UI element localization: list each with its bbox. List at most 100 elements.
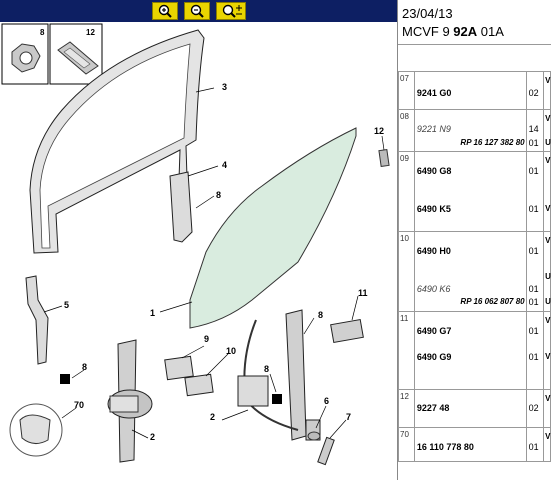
part-version: V — [545, 76, 551, 85]
part-reference[interactable]: 6490 H0 — [416, 246, 451, 256]
window-regulator-left — [107, 339, 153, 463]
inset-nut: 8 — [1, 23, 49, 85]
part-reference[interactable]: 6490 K5 — [416, 204, 451, 214]
part-version: V — [545, 394, 551, 403]
regulator-clips — [164, 318, 364, 397]
part-quantity: 01 — [528, 246, 539, 256]
callout-10: 10 — [226, 346, 236, 356]
callout-4: 4 — [222, 160, 227, 170]
callout-8c: 8 — [82, 362, 87, 372]
part-reference[interactable]: 9241 G0 — [416, 88, 452, 98]
table-row[interactable]: 12 9227 48 02 V — [398, 389, 551, 428]
window-guide — [169, 171, 193, 243]
part-reference[interactable]: 6490 G8 — [416, 166, 452, 176]
panel-divider — [397, 0, 398, 480]
part-version: V — [545, 204, 551, 213]
part-version: V — [545, 432, 551, 441]
zoom-fit-icon — [222, 4, 242, 18]
grommet-part — [307, 431, 321, 441]
group-number: 12 — [398, 389, 415, 428]
window-regulator-right — [237, 309, 321, 441]
group-number: 09 — [398, 151, 415, 232]
table-row[interactable]: 07 9241 G0 02 V — [398, 71, 551, 110]
group-number: 08 — [398, 109, 415, 152]
bolt-part — [317, 436, 335, 466]
part-reference[interactable]: 16 110 778 80 — [416, 442, 474, 452]
table-row[interactable]: 08 9221 N9 RP 16 127 382 80 14 01 V U — [398, 109, 551, 152]
part-quantity: 01 — [528, 166, 539, 176]
exploded-view-illustration: 8 12 — [1, 23, 390, 466]
zoom-in-button[interactable] — [152, 2, 178, 20]
diagram-toolbar — [0, 0, 397, 22]
part-reference[interactable]: 6490 K6 — [416, 284, 451, 294]
clip-part — [378, 148, 390, 168]
inset-clip: 12 — [49, 23, 103, 85]
replacement-reference[interactable]: RP 16 062 807 80 — [460, 297, 525, 306]
callout-9: 9 — [204, 334, 209, 344]
pad-part — [60, 374, 70, 384]
part-version: V — [545, 156, 551, 165]
part-quantity: 01 — [528, 326, 539, 336]
replacement-reference[interactable]: RP 16 127 382 80 — [460, 138, 525, 147]
catalog-reference: MCVF 9 92A 01A — [402, 24, 504, 39]
window-seal-frame — [29, 29, 205, 254]
table-row[interactable]: 70 16 110 778 80 01 V — [398, 427, 551, 462]
group-number: 11 — [398, 311, 415, 390]
part-version: U — [545, 138, 551, 147]
door-glass — [189, 127, 357, 329]
zoom-out-icon — [190, 4, 204, 18]
inset-label-12: 12 — [86, 28, 95, 37]
part-quantity: 01 — [528, 204, 539, 214]
part-quantity: 01 — [528, 442, 539, 452]
part-version: V — [545, 114, 551, 123]
parts-table: 07 9241 G0 02 V 08 9221 N9 RP 16 127 382… — [398, 71, 551, 462]
zoom-in-icon — [158, 4, 172, 18]
callout-2a: 2 — [150, 432, 155, 442]
callout-70: 70 — [74, 400, 84, 410]
part-version: U — [545, 272, 551, 281]
part-version: V — [545, 236, 551, 245]
inset-label-8: 8 — [40, 28, 45, 37]
callout-8b: 8 — [318, 310, 323, 320]
part-reference[interactable]: 6490 G9 — [416, 352, 452, 362]
callout-8a: 8 — [216, 190, 221, 200]
part-quantity: 14 — [528, 124, 539, 134]
callout-1: 1 — [150, 308, 155, 318]
callout-5: 5 — [64, 300, 69, 310]
ref-suffix: 01A — [477, 24, 504, 39]
part-version: U — [545, 297, 551, 306]
part-quantity: 01 — [528, 297, 539, 307]
part-version: V — [545, 352, 551, 361]
group-number: 70 — [398, 427, 415, 462]
zoom-fit-button[interactable] — [216, 2, 246, 20]
table-row[interactable]: 11 6490 G7 6490 G9 01 01 V V — [398, 311, 551, 390]
part-reference[interactable]: 9221 N9 — [416, 124, 451, 134]
ref-code: 92A — [453, 24, 478, 39]
callout-2b: 2 — [210, 412, 215, 422]
callout-3: 3 — [222, 82, 227, 92]
part-version: V — [545, 316, 551, 325]
pad-part — [272, 394, 282, 404]
part-reference[interactable]: 9227 48 — [416, 403, 450, 413]
table-row[interactable]: 10 6490 H0 6490 K6 RP 16 062 807 80 01 0… — [398, 231, 551, 312]
callout-6: 6 — [324, 396, 329, 406]
window-channel — [25, 275, 49, 365]
callout-12: 12 — [374, 126, 384, 136]
table-row[interactable]: 09 6490 G8 6490 K5 01 01 V V — [398, 151, 551, 232]
part-reference[interactable]: 6490 G7 — [416, 326, 452, 336]
zoom-out-button[interactable] — [184, 2, 210, 20]
callout-11: 11 — [358, 288, 368, 298]
part-quantity: 01 — [528, 284, 539, 294]
group-number: 10 — [398, 231, 415, 312]
parts-list-panel: 23/04/13 MCVF 9 92A 01A 07 9241 G0 02 V … — [398, 0, 551, 480]
header-divider — [398, 44, 551, 45]
detail-70 — [9, 403, 63, 457]
part-quantity: 01 — [528, 138, 539, 148]
group-number: 07 — [398, 71, 415, 110]
parts-diagram: 8 12 — [0, 22, 397, 480]
ref-prefix: MCVF 9 — [402, 24, 454, 39]
callout-8d: 8 — [264, 364, 269, 374]
part-quantity: 02 — [528, 88, 539, 98]
part-quantity: 01 — [528, 352, 539, 362]
catalog-date: 23/04/13 — [402, 6, 453, 21]
